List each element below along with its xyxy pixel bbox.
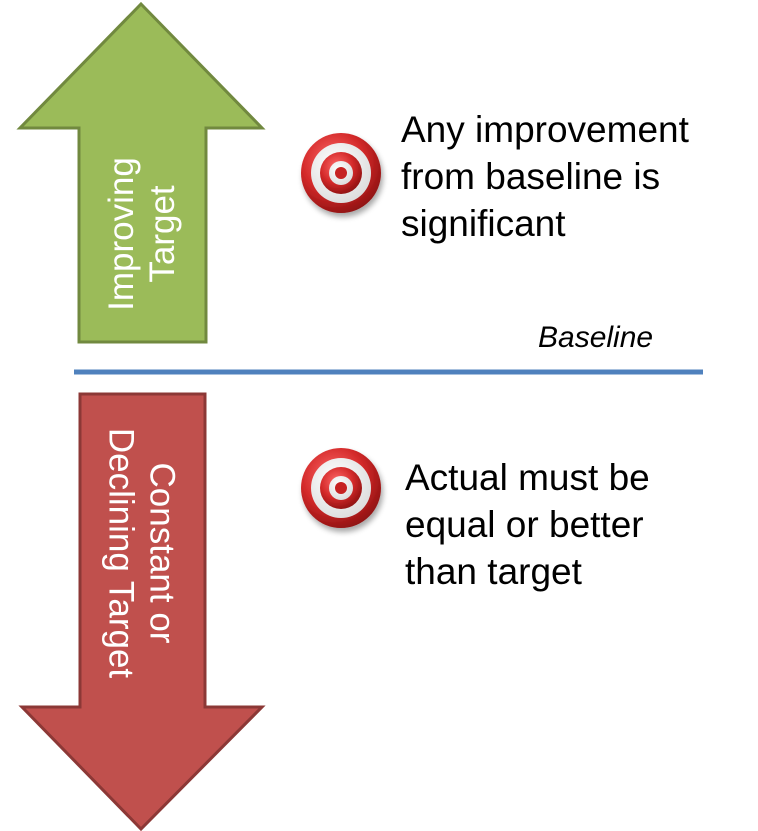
baseline-label: Baseline	[538, 321, 654, 354]
bottom-description-line1: Actual must be	[405, 457, 650, 498]
down-arrow-icon	[18, 392, 266, 831]
down-arrow-label-line1: Constant or	[142, 462, 182, 644]
bottom-description-line3: than target	[405, 551, 582, 592]
top-description: Any improvement from baseline is signifi…	[401, 106, 689, 247]
top-description-line1: Any improvement	[401, 109, 689, 150]
up-arrow-label-line2: Target	[143, 185, 182, 283]
up-arrow-icon	[16, 1, 266, 344]
up-arrow-label: Improving Target	[101, 114, 183, 354]
down-arrow-label-line2: Declining Target	[101, 427, 141, 679]
target-icon	[301, 448, 381, 528]
up-arrow-label-line1: Improving	[102, 157, 141, 311]
bottom-description-line2: equal or better	[405, 504, 644, 545]
top-description-line3: significant	[401, 203, 566, 244]
bottom-description: Actual must be equal or better than targ…	[405, 454, 650, 595]
top-description-line2: from baseline is	[401, 156, 661, 197]
target-icon	[301, 133, 381, 213]
down-arrow-label: Constant or Declining Target	[101, 391, 183, 716]
